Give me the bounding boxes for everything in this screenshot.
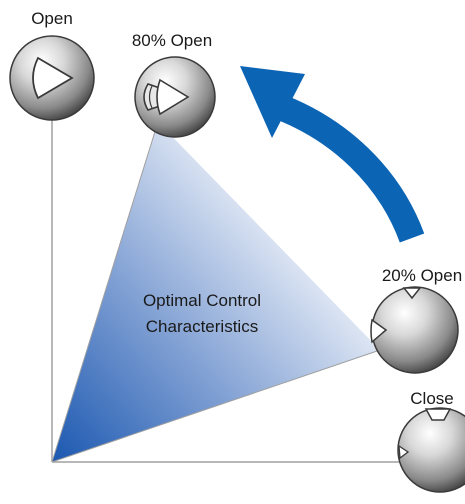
label-80-open: 80% Open [132,31,212,50]
notch-icon [402,287,422,300]
label-close: Close [410,389,453,408]
label-open: Open [31,9,73,28]
label-20-open: 20% Open [382,266,462,285]
ball-closed [397,407,465,493]
ball-20-open [370,286,459,374]
bore-icon [32,56,74,100]
ball-open [9,35,95,121]
opening-direction-arrow [240,66,425,243]
region-edge-lower [51,349,381,463]
ball-80-open [134,56,216,138]
region-label-line2: Characteristics [146,317,258,336]
optimal-region [52,122,380,462]
region-label-line1: Optimal Control [143,291,261,310]
notch-icon [424,408,452,421]
region-edge-upper [51,121,159,463]
